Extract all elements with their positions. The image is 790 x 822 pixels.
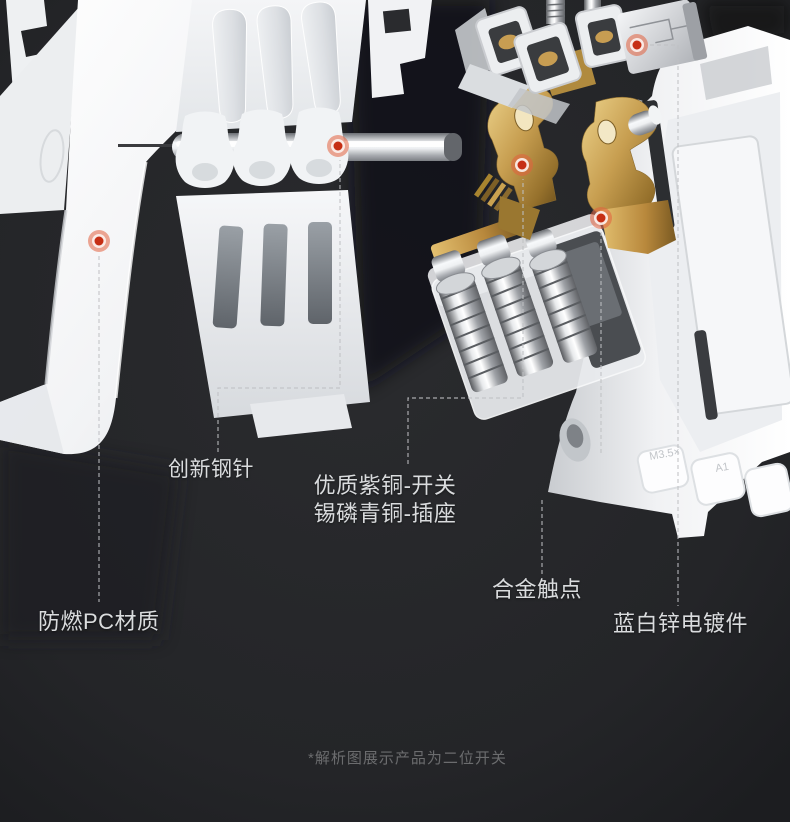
module-slot	[308, 222, 332, 324]
leader-copper	[407, 179, 524, 464]
copper-foot-right	[600, 200, 676, 254]
copper-coil-foot	[474, 173, 513, 212]
leader-zinc-plating	[650, 44, 679, 606]
footnote: *解析图展示产品为二位开关	[308, 750, 507, 767]
frame-bottom-band	[0, 384, 64, 454]
bracket-flange	[508, 88, 570, 124]
frame-molded-logo	[39, 129, 65, 183]
terminal-block	[427, 214, 646, 420]
threaded-stud	[546, 0, 565, 24]
label-zinc-plating: 蓝白锌电镀件	[613, 611, 749, 636]
frame-inner-shadow	[44, 209, 68, 385]
chrome-peg-cap	[648, 105, 662, 125]
plate-top-detail	[700, 46, 772, 100]
pin-clamps	[175, 107, 349, 188]
stud-threads	[545, 3, 566, 18]
label-pc-material: 防燃PC材质	[38, 609, 160, 634]
plate-embossed-screw-spec: M3.5×	[648, 446, 681, 463]
zinc-plated-brackets	[455, 0, 708, 124]
label-copper-material: 优质紫铜-开关 锡磷青铜-插座	[303, 472, 467, 528]
hotspot-marker-zinc	[626, 34, 648, 56]
plate-embossed-code: A1	[714, 461, 729, 475]
pin-end-cap	[444, 133, 462, 161]
label-alloy-contact: 合金触点	[492, 577, 583, 602]
screw-terminal	[476, 234, 554, 377]
hotspot-marker-copper-left	[511, 154, 533, 176]
screw-terminal	[431, 250, 508, 393]
hotspot-marker-copper-right	[590, 207, 612, 229]
pin-thin-end	[118, 144, 176, 147]
mounting-plate: M3.5× A1	[548, 26, 790, 538]
label-copper-line1: 优质紫铜-开关	[313, 473, 457, 498]
pin-clamp	[175, 111, 235, 188]
frame-side-plate	[0, 6, 80, 214]
plate-dark-slot	[694, 330, 718, 420]
frame-band	[0, 0, 312, 455]
background-shade-left	[0, 440, 180, 640]
rocker-ridges	[212, 1, 341, 123]
screw-terminal	[525, 229, 598, 363]
pin-clamp	[289, 107, 349, 184]
plate-boss	[636, 444, 690, 494]
copper-contacts	[474, 48, 676, 254]
pin-clamp	[232, 109, 292, 186]
module-slot	[212, 225, 244, 329]
leader-lines	[98, 44, 679, 606]
copper-hole	[597, 119, 617, 145]
frame-edge-highlight	[114, 161, 148, 399]
plate-oval-hole-inner	[566, 424, 584, 448]
hotspot-markers	[88, 34, 648, 252]
switch-module	[118, 0, 462, 438]
screw-terminals	[431, 229, 598, 393]
etched-lines	[629, 18, 687, 44]
terminal-dark-inner	[560, 242, 622, 327]
bracket-frame	[513, 21, 582, 94]
hotspot-marker-pin	[327, 135, 349, 157]
module-slot	[260, 223, 288, 327]
leader-steel-pin	[217, 160, 341, 452]
copper-lower-bridge	[498, 196, 540, 240]
label-copper-line2: 锡磷青铜-插座	[313, 501, 457, 526]
module-side-hole	[382, 8, 412, 34]
module-side-block	[368, 0, 432, 98]
hotspot-marker-frame	[88, 230, 110, 252]
label-steel-pin: 创新钢针	[168, 458, 254, 481]
front-frame	[0, 0, 312, 455]
plate-boss	[690, 452, 746, 506]
bracket-flange	[458, 64, 530, 108]
module-bottom-tab	[250, 394, 352, 438]
bracket-frame	[574, 4, 632, 68]
